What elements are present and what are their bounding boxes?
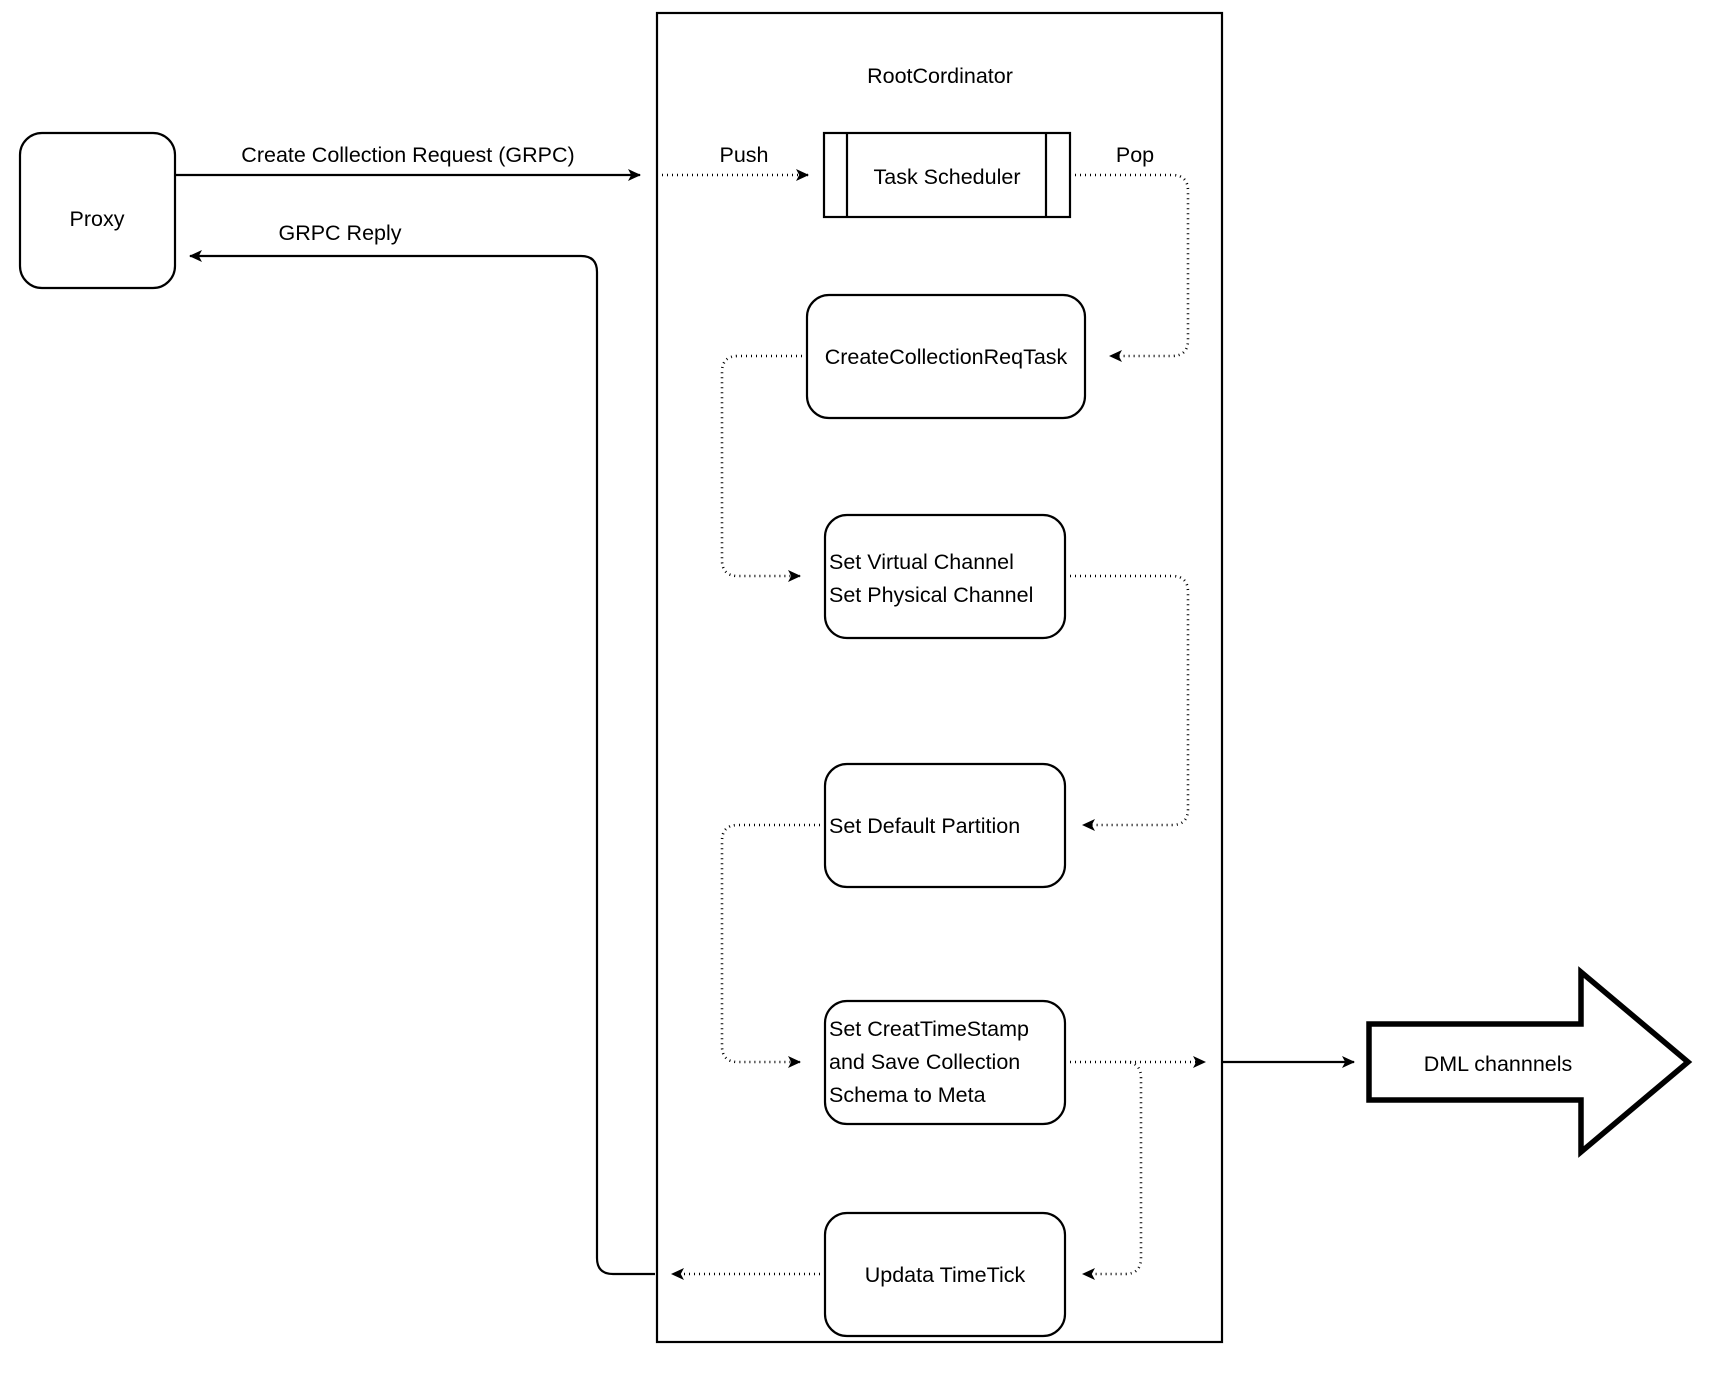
node-set-channel-label-line2: Set Physical Channel bbox=[829, 583, 1033, 607]
edge-task-to-set-channel bbox=[720, 354, 807, 582]
node-update-timetick-label: Updata TimeTick bbox=[865, 1263, 1026, 1287]
node-dml-channels-label: DML channnels bbox=[1424, 1052, 1573, 1076]
node-dml-channels[interactable] bbox=[1366, 966, 1693, 1158]
node-task-scheduler[interactable] bbox=[822, 131, 1072, 219]
edge-grpc-reply-label: GRPC Reply bbox=[278, 221, 401, 245]
edge-grpc-reply bbox=[189, 250, 655, 1276]
node-set-timestamp-label-line1: Set CreatTimeStamp bbox=[829, 1017, 1029, 1041]
edge-push-label: Push bbox=[719, 143, 768, 167]
node-set-timestamp-label-line2: and Save Collection bbox=[829, 1050, 1020, 1074]
edge-timestamp-to-timetick bbox=[1082, 1060, 1143, 1280]
node-set-default-partition-label: Set Default Partition bbox=[829, 814, 1020, 838]
node-set-channel[interactable] bbox=[823, 513, 1067, 640]
edge-create-collection-request-label: Create Collection Request (GRPC) bbox=[241, 143, 574, 167]
node-proxy[interactable] bbox=[18, 131, 177, 290]
edge-default-partition-to-timestamp bbox=[720, 823, 825, 1068]
node-create-collection-req-task-label: CreateCollectionReqTask bbox=[825, 345, 1068, 369]
node-set-timestamp-label-line3: Schema to Meta bbox=[829, 1083, 986, 1107]
node-set-channel-label-line1: Set Virtual Channel bbox=[829, 550, 1014, 574]
node-task-scheduler-label: Task Scheduler bbox=[874, 165, 1021, 189]
node-proxy-label: Proxy bbox=[70, 207, 125, 231]
edge-pop-label: Pop bbox=[1116, 143, 1154, 167]
rootcoordinator-label: RootCordinator bbox=[867, 64, 1013, 88]
